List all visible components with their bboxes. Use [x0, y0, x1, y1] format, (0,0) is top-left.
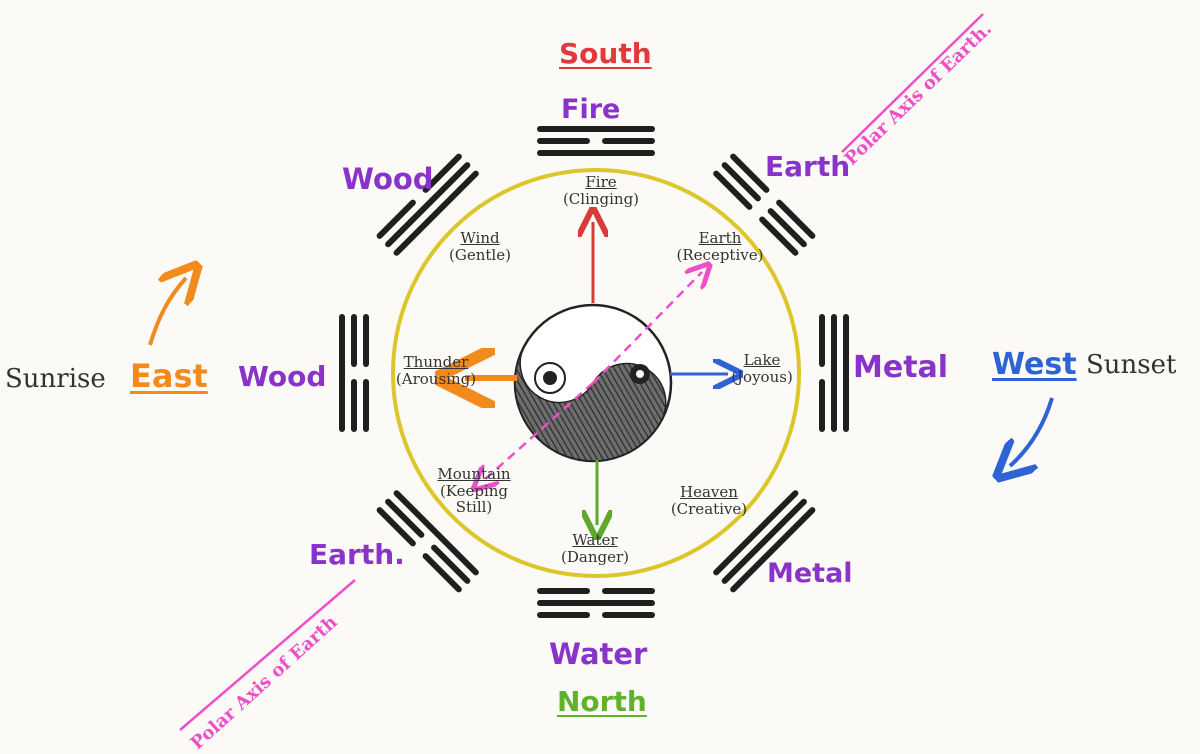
element-north: Water — [549, 637, 648, 671]
trigram-broken-bar — [431, 544, 471, 584]
yin-yang-icon — [513, 303, 673, 463]
north-label: North — [557, 685, 647, 718]
trigram-broken-bar — [376, 199, 416, 239]
east-label: East — [130, 357, 208, 395]
trigram-northeast-bars — [376, 490, 479, 593]
south-label: South — [559, 37, 652, 70]
trigram-wind-quality: (Gentle) — [449, 245, 511, 264]
trigram-broken-bar — [385, 498, 425, 538]
polar-axis-arrow-down — [482, 382, 594, 482]
polar-axis-line-lower — [179, 579, 356, 731]
trigram-water-name: Water — [572, 531, 618, 549]
polar-axis-arrow-up — [592, 272, 702, 384]
trigram-north-bars — [537, 588, 655, 618]
trigram-earth-quality: (Receptive) — [676, 245, 764, 264]
trigram-heaven-label: Heaven (Creative) — [662, 484, 756, 517]
trigram-thunder-quality: (Arousing) — [395, 369, 477, 388]
trigram-mountain-name: Mountain — [437, 465, 511, 483]
west-label: West — [992, 347, 1077, 382]
trigram-group — [339, 126, 849, 618]
trigram-water-label: Water (Danger) — [548, 532, 642, 565]
trigram-solid-bar — [730, 507, 816, 593]
sunrise-arrow — [148, 278, 186, 346]
element-south: Fire — [561, 94, 621, 125]
trigram-thunder-label: Thunder (Arousing) — [389, 354, 483, 387]
trigram-broken-bar — [713, 170, 753, 210]
trigram-wind-name: Wind — [460, 229, 500, 247]
trigram-solid-bar — [393, 490, 479, 576]
sunset-arrow — [1010, 397, 1054, 466]
polar-axis-line-upper — [841, 13, 984, 153]
trigram-east-bars — [339, 314, 369, 432]
trigram-broken-bar — [721, 162, 761, 202]
trigram-broken-bar — [422, 153, 462, 193]
trigram-south-bars — [537, 126, 655, 156]
sunrise-label: Sunrise — [5, 364, 106, 394]
element-south-west: Earth — [765, 150, 851, 183]
trigram-lake-label: Lake (Joyous) — [722, 352, 802, 385]
trigram-fire-name: Fire — [585, 173, 617, 191]
trigram-lake-quality: (Joyous) — [731, 367, 793, 386]
trigram-thunder-name: Thunder — [403, 353, 469, 371]
element-east: Wood — [238, 360, 327, 393]
ring-circle — [391, 168, 801, 578]
trigram-mountain-quality: (Keeping Still) — [439, 481, 509, 516]
element-north-east: Earth. — [309, 538, 405, 571]
trigram-earth-name: Earth — [698, 229, 742, 247]
sunset-label: Sunset — [1086, 350, 1177, 380]
trigram-southeast-bars — [376, 153, 479, 256]
trigram-broken-bar — [776, 199, 816, 239]
trigram-solid-bar — [713, 490, 799, 576]
trigram-wind-label: Wind (Gentle) — [440, 230, 520, 263]
trigram-heaven-quality: (Creative) — [670, 499, 748, 518]
trigram-fire-label: Fire (Clinging) — [556, 174, 646, 207]
trigram-broken-bar — [730, 153, 770, 193]
trigram-broken-bar — [759, 216, 799, 256]
trigram-solid-bar — [721, 498, 807, 584]
element-west: Metal — [853, 350, 949, 385]
trigram-west-bars — [819, 314, 849, 432]
trigram-lake-name: Lake — [743, 351, 781, 369]
trigram-broken-bar — [767, 208, 807, 248]
trigram-broken-bar — [376, 507, 416, 547]
element-south-east: Wood — [342, 162, 434, 196]
trigram-water-quality: (Danger) — [561, 547, 629, 566]
trigram-solid-bar — [385, 162, 471, 248]
trigram-mountain-label: Mountain (Keeping Still) — [432, 466, 516, 516]
trigram-solid-bar — [393, 170, 479, 256]
trigram-earth-label: Earth (Receptive) — [672, 230, 768, 263]
trigram-broken-bar — [422, 553, 462, 593]
trigram-southwest-bars — [713, 153, 816, 256]
trigram-northwest-bars — [713, 490, 816, 593]
trigram-heaven-name: Heaven — [680, 483, 738, 501]
element-north-west: Metal — [767, 558, 853, 589]
trigram-fire-quality: (Clinging) — [562, 189, 640, 208]
